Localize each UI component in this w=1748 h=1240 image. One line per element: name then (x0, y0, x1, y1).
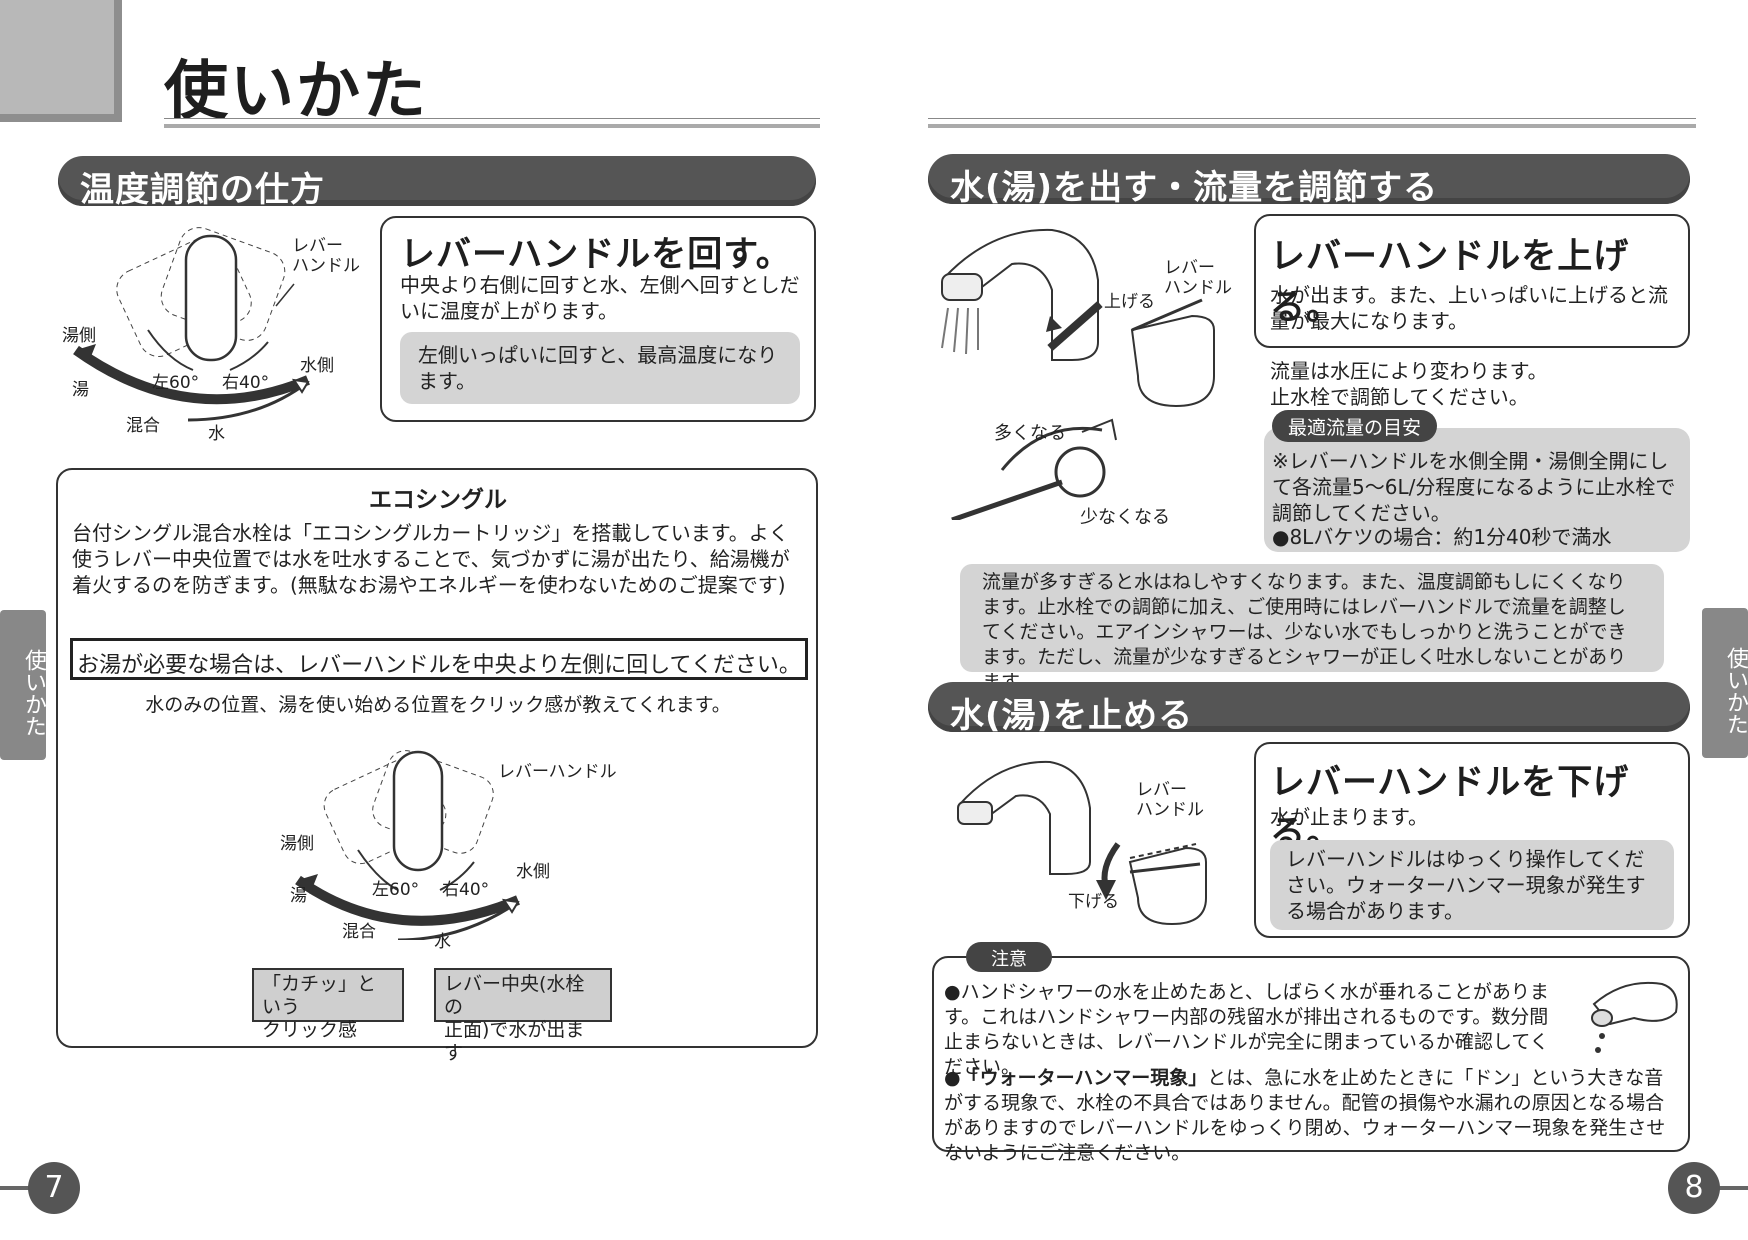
page-number-line-right (1718, 1186, 1748, 1190)
optimal-note-1: ※レバーハンドルを水側全開・湯側全開にして各流量5～6L/分程度になるように止水… (1272, 449, 1676, 525)
eco-text: 台付シングル混合水栓は「エコシングルカートリッジ」を搭載しています。よく使うレバ… (72, 521, 790, 597)
caution-item-2: ●「ウォーターハンマー現象」とは、急に水を止めたときに「ドン」という大きな音がす… (944, 1066, 1682, 1166)
faucet2-lever-label: レバー ハンドル (1136, 780, 1204, 820)
dripping-shower-icon (1591, 981, 1678, 1053)
diagram2-water: 水 (434, 932, 451, 952)
rotate-box-note: 左側いっぱいに回すと、最高温度になります。 (400, 332, 800, 404)
caution-item-2-bold: ●「ウォーターハンマー現象」 (944, 1067, 1208, 1089)
diagram1-lever-label: レバー ハンドル (292, 236, 360, 276)
side-tab-left[interactable]: 使いかた (0, 610, 46, 760)
section-title-temperature: 温度調節の仕方 (58, 156, 816, 210)
lower-box-title: レバーハンドルを下げる。 (1270, 763, 1630, 854)
faucet1-raise-label: 上げる (1104, 292, 1155, 312)
faucet2-lower-label: 下げる (1068, 892, 1119, 912)
caution-item-2-rest: とは、急に水を止めたときに「ドン」という大きな音がする現象で、水栓の不具合ではあ… (944, 1067, 1666, 1164)
header-gray-block (0, 0, 122, 122)
diagram1-right-angle: 右40° (222, 373, 270, 393)
eco-title: エコシングル (369, 487, 507, 513)
temperature-diagram (73, 227, 310, 422)
diagram1-hot: 湯 (72, 380, 89, 400)
optimal-flow-box: ※レバーハンドルを水側全開・湯側全開にして各流量5～6L/分程度になるように止水… (1264, 428, 1690, 552)
diagram2-left-angle: 左60° (372, 880, 420, 900)
caution-item-1: ●ハンドシャワーの水を止めたあと、しばらく水が垂れることがあります。これはハンド… (944, 981, 1549, 1078)
page-number-right: 8 (1668, 1162, 1720, 1214)
diagram1-cold-side: 水側 (300, 356, 334, 376)
caution-badge: 注意 (966, 942, 1052, 972)
raise-box-text: 水が出ます。また、上いっぱいに上げると流量が最大になります。 (1270, 283, 1668, 333)
click-diagram (295, 750, 520, 940)
raise-box: レバーハンドルを上げる。 水が出ます。また、上いっぱいに上げると流量が最大になり… (1254, 214, 1690, 348)
valve-more-label: 多くなる (994, 423, 1066, 444)
lower-box: レバーハンドルを下げる。 水が止まります。 レバーハンドルはゆっくり操作してくだ… (1254, 742, 1690, 938)
diagram1-mixed: 混合 (126, 416, 160, 436)
diagram1-hot-side: 湯側 (62, 326, 96, 346)
caution-box: ●ハンドシャワーの水を止めたあと、しばらく水が垂れることがあります。これはハンド… (932, 956, 1690, 1164)
raise-box-title: レバーハンドルを上げる。 (1270, 237, 1630, 328)
flow-warning: 流量が多すぎると水はねしやすくなります。また、温度調節もしにくくなります。止水栓… (960, 564, 1664, 693)
diagram1-water: 水 (208, 424, 225, 444)
callout-click: 「カチッ」という クリック感 (252, 968, 404, 1041)
diagram2-cold-side: 水側 (516, 862, 550, 882)
optimal-note-2: ●8Lバケツの場合：約1分40秒で満水 (1272, 525, 1612, 549)
page-title: 使いかた (164, 55, 428, 129)
eco-highlight: お湯が必要な場合は、レバーハンドルを中央より左側に回してください。 (70, 638, 808, 680)
side-tab-right[interactable]: 使いかた (1702, 608, 1748, 758)
diagram2-hot: 湯 (290, 886, 307, 906)
lower-box-text: 水が止まります。 (1270, 805, 1428, 829)
valve-less-label: 少なくなる (1080, 507, 1170, 528)
section-title-stop: 水(湯)を止める (928, 682, 1690, 736)
header-rule-right (928, 118, 1696, 122)
diagram1-left-angle: 左60° (152, 373, 200, 393)
faucet-lower-illustration (957, 760, 1207, 926)
callout-center: レバー中央(水栓の 正面)で水が出ます (434, 968, 612, 1064)
optimal-flow-badge: 最適流量の目安 (1272, 410, 1438, 442)
lower-box-note: レバーハンドルはゆっくり操作してください。ウォーターハンマー現象が発生する場合が… (1270, 840, 1674, 930)
rotate-box-title: レバーハンドルを回す。 (400, 235, 792, 275)
faucet1-lever-label: レバー ハンドル (1164, 258, 1232, 298)
rotate-box: レバーハンドルを回す。 中央より右側に回すと水、左側へ回すとしだいに温度が上がり… (380, 216, 816, 422)
header-rule-left (164, 118, 820, 122)
diagram2-lever-label: レバーハンドル (498, 762, 617, 782)
page-number-left: 7 (28, 1162, 80, 1214)
diagram2-hot-side: 湯側 (280, 834, 314, 854)
diagram2-mixed: 混合 (342, 922, 376, 942)
page-number-line-left (0, 1186, 30, 1190)
eco-single-box: エコシングル 台付シングル混合水栓は「エコシングルカートリッジ」を搭載しています… (56, 468, 818, 1064)
diagram2-right-angle: 右40° (442, 880, 490, 900)
flow-text: 流量は水圧により変わります。 止水栓で調節してください。 (1270, 359, 1548, 409)
faucet-raise-illustration (941, 228, 1215, 520)
section-title-flow: 水(湯)を出す・流量を調節する (928, 154, 1690, 208)
eco-click-note: 水のみの位置、湯を使い始める位置をクリック感が教えてくれます。 (145, 694, 731, 716)
rotate-box-text: 中央より右側に回すと水、左側へ回すとしだいに温度が上がります。 (400, 273, 800, 323)
